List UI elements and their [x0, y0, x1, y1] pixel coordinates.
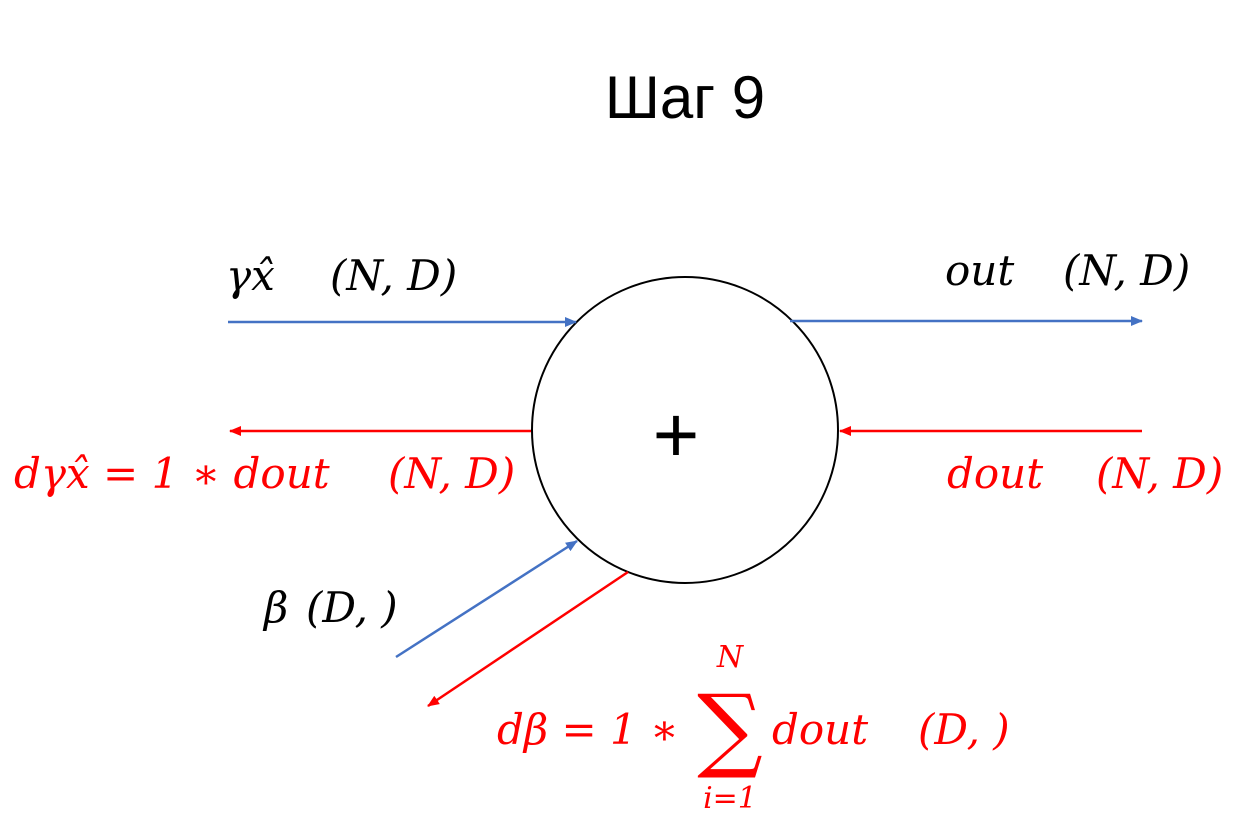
label-gamma-xhat-shape: (N, D): [330, 251, 457, 300]
label-beta: β (D, ): [262, 583, 398, 632]
label-d-beta: dβ = 1 ∗ N ∑ i=1 dout (D, ): [497, 640, 1010, 816]
summation-symbol: ∑: [697, 675, 763, 782]
label-d-gamma-xhat-expr: dγx̂ = 1 ∗ dout: [14, 449, 330, 498]
label-d-gamma-xhat: dγx̂ = 1 ∗ dout (N, D): [14, 449, 515, 498]
plus-operator: +: [653, 390, 700, 479]
page-title: Шаг 9: [605, 64, 765, 131]
label-gamma-xhat: γx̂ (N, D): [226, 251, 457, 300]
label-d-beta-prefix: dβ = 1 ∗: [497, 705, 679, 754]
label-d-beta-term: dout: [772, 705, 868, 754]
label-beta-var: β: [262, 583, 288, 632]
forward-arrow-beta: [395, 539, 578, 659]
label-dout: dout (N, D): [947, 449, 1223, 498]
label-out-var: out: [945, 246, 1014, 295]
addition-node: [531, 276, 839, 584]
summation-lower-limit: i=1: [703, 781, 757, 816]
label-dout-shape: (N, D): [1096, 449, 1223, 498]
label-d-gamma-xhat-shape: (N, D): [388, 449, 515, 498]
summation-upper-limit: N: [716, 640, 745, 675]
label-d-beta-shape: (D, ): [918, 705, 1010, 754]
backward-arrow-d-beta: [427, 570, 629, 708]
label-dout-var: dout: [947, 449, 1043, 498]
label-out: out (N, D): [945, 246, 1190, 295]
label-beta-shape: (D, ): [306, 583, 398, 632]
label-out-shape: (N, D): [1063, 246, 1190, 295]
label-gamma-xhat-var: γx̂: [226, 251, 275, 300]
